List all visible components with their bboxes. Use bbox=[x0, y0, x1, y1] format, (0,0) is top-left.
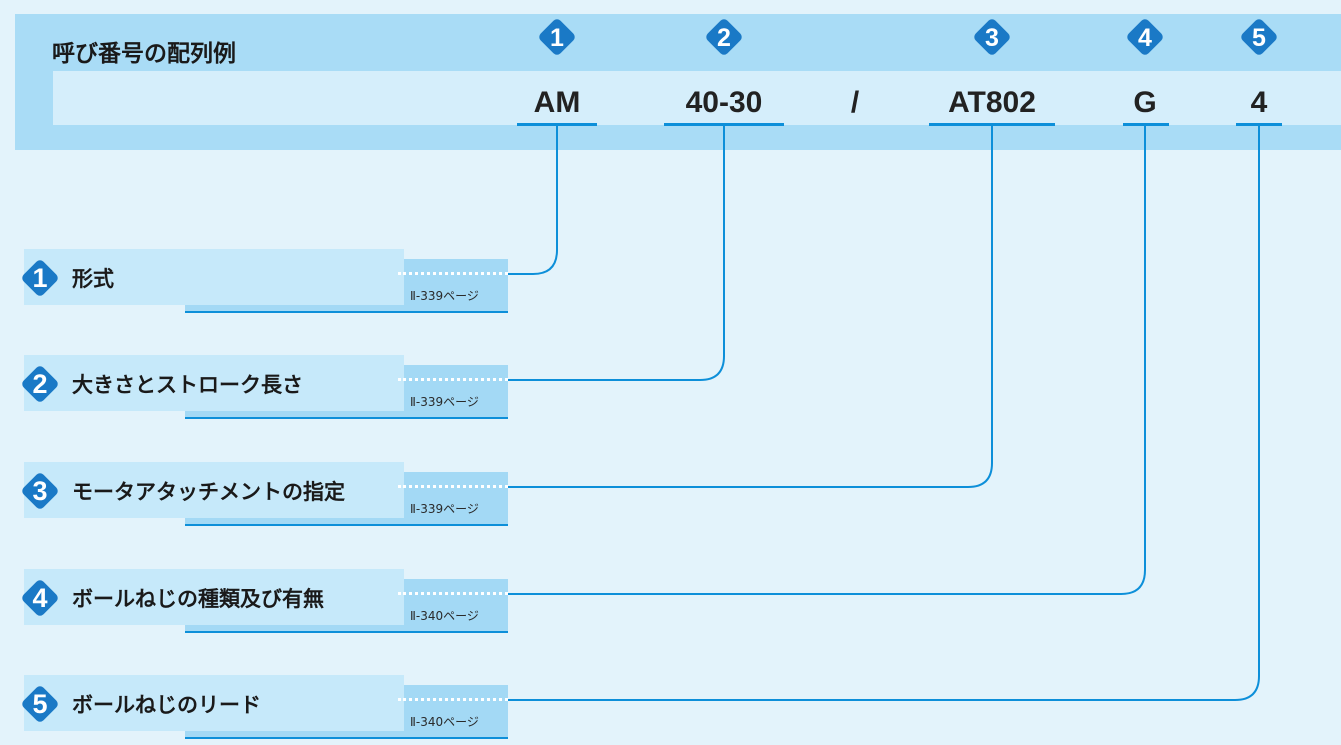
diamond-icon: 4 bbox=[1127, 19, 1163, 55]
dotted-leader bbox=[398, 698, 508, 701]
dotted-leader bbox=[398, 272, 508, 275]
svg-text:4: 4 bbox=[1138, 24, 1152, 52]
code-token-am: AM bbox=[533, 86, 581, 119]
svg-text:5: 5 bbox=[32, 689, 47, 719]
code-token-size: 40-30 bbox=[685, 86, 763, 119]
dotted-leader bbox=[398, 592, 508, 595]
diamond-number-icon: 4 bbox=[16, 574, 64, 622]
list-item-4: 4 ボールねじの種類及び有無 Ⅱ-340ページ bbox=[0, 569, 520, 639]
svg-text:1: 1 bbox=[32, 263, 47, 293]
code-token-motor: AT802 bbox=[948, 86, 1036, 119]
code-underline-5 bbox=[1236, 123, 1282, 126]
row-panel bbox=[24, 249, 404, 305]
svg-text:3: 3 bbox=[985, 24, 999, 52]
row-panel bbox=[24, 462, 404, 518]
page-reference: Ⅱ-340ページ bbox=[410, 715, 479, 729]
svg-text:2: 2 bbox=[717, 24, 731, 52]
row-underline bbox=[185, 731, 508, 739]
row-side-panel bbox=[404, 259, 508, 305]
connector-line-1 bbox=[508, 126, 558, 275]
page-reference: Ⅱ-340ページ bbox=[410, 609, 479, 623]
svg-text:3: 3 bbox=[32, 476, 47, 506]
connector-line-4 bbox=[508, 126, 1146, 595]
row-panel bbox=[24, 675, 404, 731]
row-underline bbox=[185, 625, 508, 633]
item-label: ボールねじのリード bbox=[72, 693, 261, 717]
row-panel bbox=[24, 569, 404, 625]
diamond-number-icon: 1 bbox=[16, 254, 64, 302]
diamond-icon: 5 bbox=[1241, 19, 1277, 55]
svg-text:5: 5 bbox=[1252, 24, 1266, 52]
diamond-icon: 2 bbox=[706, 19, 742, 55]
connector-line-3 bbox=[508, 126, 993, 488]
svg-text:4: 4 bbox=[32, 583, 47, 613]
item-label: 形式 bbox=[72, 267, 114, 291]
code-underline-3 bbox=[929, 123, 1055, 126]
svg-text:2: 2 bbox=[32, 369, 47, 399]
row-underline bbox=[185, 411, 508, 419]
row-side-panel bbox=[404, 365, 508, 411]
row-side-panel bbox=[404, 685, 508, 731]
row-side-panel bbox=[404, 472, 508, 518]
number-badge-5: 5 bbox=[1236, 14, 1282, 60]
svg-text:1: 1 bbox=[550, 24, 564, 52]
number-badge-1: 1 bbox=[534, 14, 580, 60]
row-underline bbox=[185, 305, 508, 313]
list-item-1: 1 形式 Ⅱ-339ページ bbox=[0, 249, 520, 319]
code-underline-1 bbox=[517, 123, 597, 126]
number-badge-3: 3 bbox=[969, 14, 1015, 60]
number-badge-4: 4 bbox=[1122, 14, 1168, 60]
row-underline bbox=[185, 518, 508, 526]
code-token-ballscrew: G bbox=[1133, 86, 1157, 119]
header-title: 呼び番号の配列例 bbox=[52, 41, 236, 67]
diamond-icon: 3 bbox=[974, 19, 1010, 55]
dotted-leader bbox=[398, 378, 508, 381]
row-panel bbox=[24, 355, 404, 411]
connector-line-5 bbox=[508, 126, 1260, 701]
number-badge-2: 2 bbox=[701, 14, 747, 60]
diamond-number-icon: 2 bbox=[16, 360, 64, 408]
item-label: モータアタッチメントの指定 bbox=[72, 480, 345, 504]
list-item-2: 2 大きさとストローク長さ Ⅱ-339ページ bbox=[0, 355, 520, 425]
code-underline-4 bbox=[1123, 123, 1169, 126]
diamond-number-icon: 5 bbox=[16, 680, 64, 728]
code-token-lead: 4 bbox=[1250, 86, 1268, 119]
diamond-icon: 1 bbox=[539, 19, 575, 55]
diamond-number-icon: 3 bbox=[16, 467, 64, 515]
item-label: ボールねじの種類及び有無 bbox=[72, 587, 324, 611]
page-reference: Ⅱ-339ページ bbox=[410, 395, 479, 409]
connector-line-2 bbox=[508, 126, 725, 381]
code-underline-2 bbox=[664, 123, 784, 126]
row-side-panel bbox=[404, 579, 508, 625]
dotted-leader bbox=[398, 485, 508, 488]
page-reference: Ⅱ-339ページ bbox=[410, 289, 479, 303]
item-label: 大きさとストローク長さ bbox=[72, 373, 303, 397]
code-box bbox=[53, 71, 1341, 125]
code-separator: / bbox=[850, 86, 860, 119]
page-reference: Ⅱ-339ページ bbox=[410, 502, 479, 516]
list-item-3: 3 モータアタッチメントの指定 Ⅱ-339ページ bbox=[0, 462, 520, 532]
